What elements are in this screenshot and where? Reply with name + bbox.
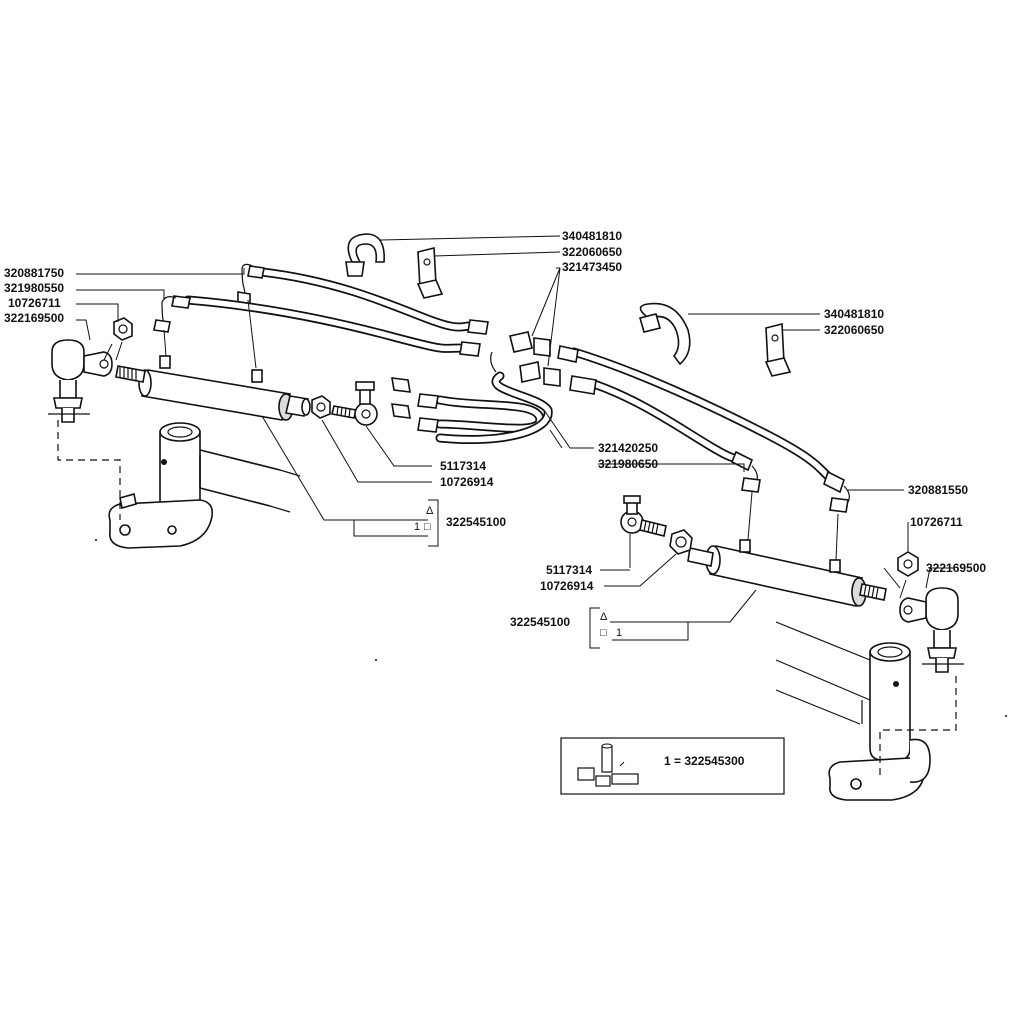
label-320881750-left: 320881750 [4, 266, 64, 280]
label-5117314-right: 5117314 [546, 563, 592, 577]
leader-lines [76, 235, 954, 649]
hose-clip-left [345, 233, 385, 277]
right-rod-end-5117314 [620, 495, 667, 537]
label-321980550: 321980550 [4, 281, 64, 295]
kit-seal-icon [577, 767, 595, 781]
right-steering-knuckle [775, 621, 957, 801]
right-nut-10726914 [669, 529, 693, 555]
label-320881550: 320881550 [908, 483, 968, 497]
label-321473450: 321473450 [562, 260, 622, 274]
kit-ring-icon [595, 775, 611, 787]
labels-right: 340481810 322060650 321420250 321980650 … [510, 307, 986, 639]
label-340481810-right: 340481810 [824, 307, 884, 321]
kit-wiper-icon [611, 773, 639, 785]
label-321420250: 321420250 [598, 441, 658, 455]
labels-top: 340481810 322060650 321473450 [562, 229, 622, 274]
label-10726914-left: 10726914 [440, 475, 494, 489]
kit-label: 1 = 322545300 [664, 754, 745, 768]
right-ball-joint [899, 587, 964, 673]
label-delta-right: Δ [600, 611, 608, 623]
right-steering-cylinder [687, 539, 887, 607]
label-322545100-right: 322545100 [510, 615, 570, 629]
hose-clip-right [639, 302, 691, 366]
label-one-left: 1 [414, 521, 420, 533]
left-nut-10726914 [311, 395, 331, 419]
hydraulic-hoses [153, 263, 850, 513]
label-322060650-right: 322060650 [824, 323, 884, 337]
left-steering-cylinder [115, 355, 311, 421]
label-322545100-left: 322545100 [446, 515, 506, 529]
bracket-left [416, 246, 444, 299]
label-340481810-top: 340481810 [562, 229, 622, 243]
left-ball-joint [48, 339, 113, 423]
left-steering-knuckle [57, 420, 301, 549]
label-5117314-left: 5117314 [440, 459, 486, 473]
label-square-left: □ [424, 521, 431, 533]
label-321980650: 321980650 [598, 457, 658, 471]
left-rod-end-5117314 [331, 381, 378, 426]
label-10726711-left: 10726711 [8, 296, 61, 310]
labels-left: 320881750 321980550 10726711 322169500 5… [4, 266, 506, 533]
label-square-right: □ [600, 627, 607, 639]
label-322169500-left: 322169500 [4, 311, 64, 325]
right-nut-10726711 [897, 551, 919, 577]
kit-cylinder-icon [601, 745, 613, 773]
label-one-right: 1 [616, 627, 622, 639]
label-322169500-right: 322169500 [926, 561, 986, 575]
label-10726914-right: 10726914 [540, 579, 594, 593]
label-delta-left: Δ [426, 505, 434, 517]
bracket-right [764, 322, 792, 377]
label-10726711-right: 10726711 [910, 515, 963, 529]
repair-kit-box: 1 = 322545300 [560, 737, 785, 795]
label-322060650-top: 322060650 [562, 245, 622, 259]
left-nut-10726711 [113, 317, 133, 341]
